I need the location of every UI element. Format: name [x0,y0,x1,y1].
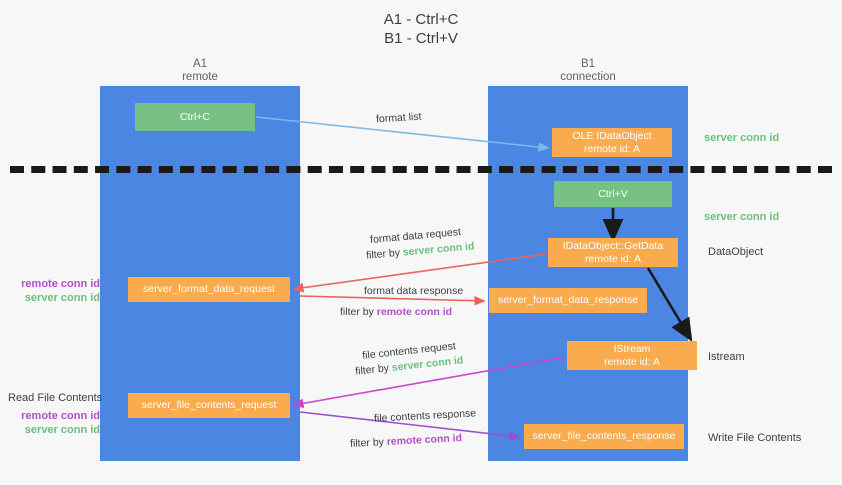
page-title: A1 - Ctrl+C B1 - Ctrl+V [0,10,842,48]
annotation-server-conn-id-mid: server conn id [704,211,780,223]
edge-label-file-contents-response: file contents response [373,407,477,425]
box-idataobject-getdata-line1: IDataObject::GetData [562,239,664,252]
box-ole-idataobject[interactable]: OLE IDataObject remote id: A [552,128,672,157]
annotation-istream: Istream [708,351,745,363]
box-istream-line2: remote id: A [603,355,661,368]
annotation-dataobject: DataObject [708,246,764,258]
column-header-a1: A1 remote [100,58,300,84]
box-ctrl-c-label: Ctrl+C [179,110,211,123]
column-b1-sub: connection [560,71,616,83]
title-line-1: A1 - Ctrl+C [383,11,459,28]
box-server-format-data-response-label: server_format_data_response [497,294,639,306]
edge-label-file-contents-response-filter: filter by remote conn id [350,431,463,451]
annotation-write-file-contents: Write File Contents [708,432,802,444]
box-server-format-data-request[interactable]: server_format_data_request [128,277,290,302]
box-ole-idataobject-line1: OLE IDataObject [572,129,652,142]
box-idataobject-getdata[interactable]: IDataObject::GetData remote id: A [548,238,678,267]
box-istream[interactable]: IStream remote id: A [567,341,697,370]
filter-value-remote-conn-id: remote conn id [386,432,463,448]
dashed-divider [10,166,832,173]
annotation-remote-conn-id-2: remote conn id [21,410,100,422]
edge-label-format-data-response: format data response [364,285,464,297]
filter-prefix: filter by [349,436,388,450]
box-istream-line1: IStream [613,342,651,355]
box-ctrl-v-label: Ctrl+V [598,187,628,200]
column-a1-name: A1 [192,58,208,70]
filter-value-remote-conn-id: remote conn id [376,306,453,318]
filter-prefix: filter by [354,361,393,378]
column-b1-name: B1 [580,58,596,70]
edge-label-format-data-response-filter: filter by remote conn id [340,305,452,319]
annotation-server-conn-id-2: server conn id [24,424,100,436]
column-header-b1: B1 connection [488,58,688,84]
filter-prefix: filter by [365,246,404,262]
box-server-file-contents-request-label: server_file_contents_request [141,399,277,411]
box-ctrl-c[interactable]: Ctrl+C [135,103,255,131]
title-line-2: B1 - Ctrl+V [384,30,458,47]
box-server-file-contents-request[interactable]: server_file_contents_request [128,393,290,418]
box-server-file-contents-response-label: server_file_contents_response [532,430,676,442]
box-ole-idataobject-line2: remote id: A [583,142,641,155]
box-server-file-contents-response[interactable]: server_file_contents_response [524,424,684,449]
annotation-server-conn-id-top: server conn id [704,132,780,144]
box-ctrl-v[interactable]: Ctrl+V [554,181,672,207]
annotation-read-file-contents: Read File Contents [8,392,103,404]
annotation-remote-conn-id-1: remote conn id [21,278,100,290]
edge-label-format-list: format list [375,110,422,126]
annotation-conn-ids-lower: remote conn id server conn id [8,409,100,437]
box-idataobject-getdata-line2: remote id: A [584,252,642,265]
box-server-format-data-request-label: server_format_data_request [143,283,275,295]
annotation-conn-ids-upper: remote conn id server conn id [8,277,100,305]
column-a1-sub: remote [182,71,218,83]
box-server-format-data-response[interactable]: server_format_data_response [489,288,647,313]
annotation-server-conn-id-1: server conn id [24,292,100,304]
filter-prefix: filter by [340,306,377,318]
